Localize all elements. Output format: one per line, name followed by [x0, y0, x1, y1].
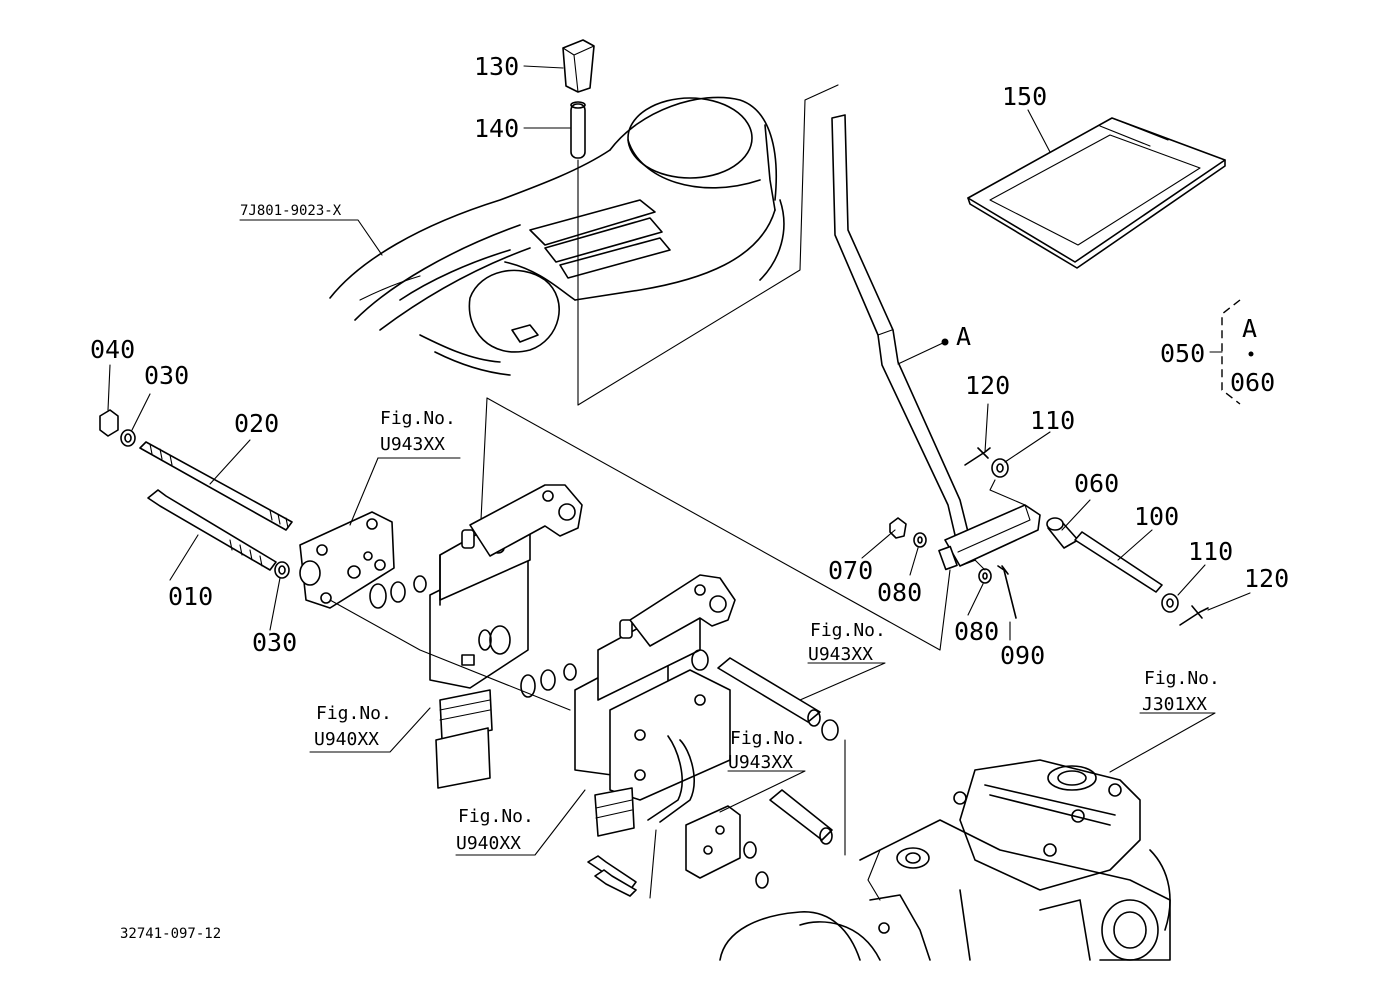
part-label-080-right: 080 — [954, 617, 1000, 646]
pivot-hardware — [889, 447, 1209, 626]
valve-assembly — [299, 484, 846, 899]
part-label-100: 100 — [1134, 502, 1180, 531]
leader-lines — [107, 65, 1251, 856]
part-label-140: 140 — [474, 114, 520, 143]
fig-ref-left-u940-title: Fig.No. — [316, 703, 392, 724]
fig-ref-top-u943-title: Fig.No. — [380, 408, 456, 429]
part-label-030-top: 030 — [144, 361, 190, 390]
ref-point-a-lever: A — [956, 322, 972, 351]
fig-ref-left-u940-code: U940XX — [314, 729, 380, 750]
part-label-060-ref: 060 — [1230, 368, 1276, 397]
fig-ref-bottom-u940-code: U940XX — [456, 833, 522, 854]
fig-ref-mid-u943-code: U943XX — [808, 644, 874, 665]
fig-ref-mid-u943-title: Fig.No. — [810, 620, 886, 641]
part-label-090: 090 — [1000, 641, 1046, 670]
part-label-030-bottom: 030 — [252, 628, 298, 657]
part-label-070: 070 — [828, 556, 874, 585]
part-label-150: 150 — [1002, 82, 1048, 111]
part-label-010: 010 — [168, 582, 214, 611]
lever-knob — [562, 39, 595, 93]
transmission-housing — [719, 759, 1171, 961]
ref-box-a — [1209, 299, 1254, 405]
part-label-110-bottom: 110 — [1188, 537, 1234, 566]
fig-ref-bottom-u940-title: Fig.No. — [458, 806, 534, 827]
tie-bolts — [99, 409, 293, 579]
fig-ref-right-j301-title: Fig.No. — [1144, 668, 1220, 689]
part-label-040: 040 — [90, 335, 136, 364]
lever-pipe — [570, 101, 586, 159]
fig-ref-top-u943-code: U943XX — [380, 434, 446, 455]
part-label-120-bottom: 120 — [1244, 564, 1290, 593]
assembly-ref-label: 7J801-9023-X — [240, 203, 342, 219]
console-cover — [329, 96, 785, 376]
fig-ref-right-j301-code: J301XX — [1142, 694, 1208, 715]
part-label-060: 060 — [1074, 469, 1120, 498]
part-label-080-left: 080 — [877, 578, 923, 607]
part-label-020: 020 — [234, 409, 280, 438]
ref-point-a-box: A — [1242, 314, 1258, 343]
part-label-110-top: 110 — [1030, 406, 1076, 435]
drawing-number: 32741-097-12 — [120, 926, 222, 942]
part-label-120-top: 120 — [965, 371, 1011, 400]
part-label-050: 050 — [1160, 339, 1206, 368]
fig-ref-low-u943-title: Fig.No. — [730, 728, 806, 749]
fig-ref-low-u943-code: U943XX — [728, 752, 794, 773]
operators-manual — [967, 117, 1226, 269]
part-label-130: 130 — [474, 52, 520, 81]
